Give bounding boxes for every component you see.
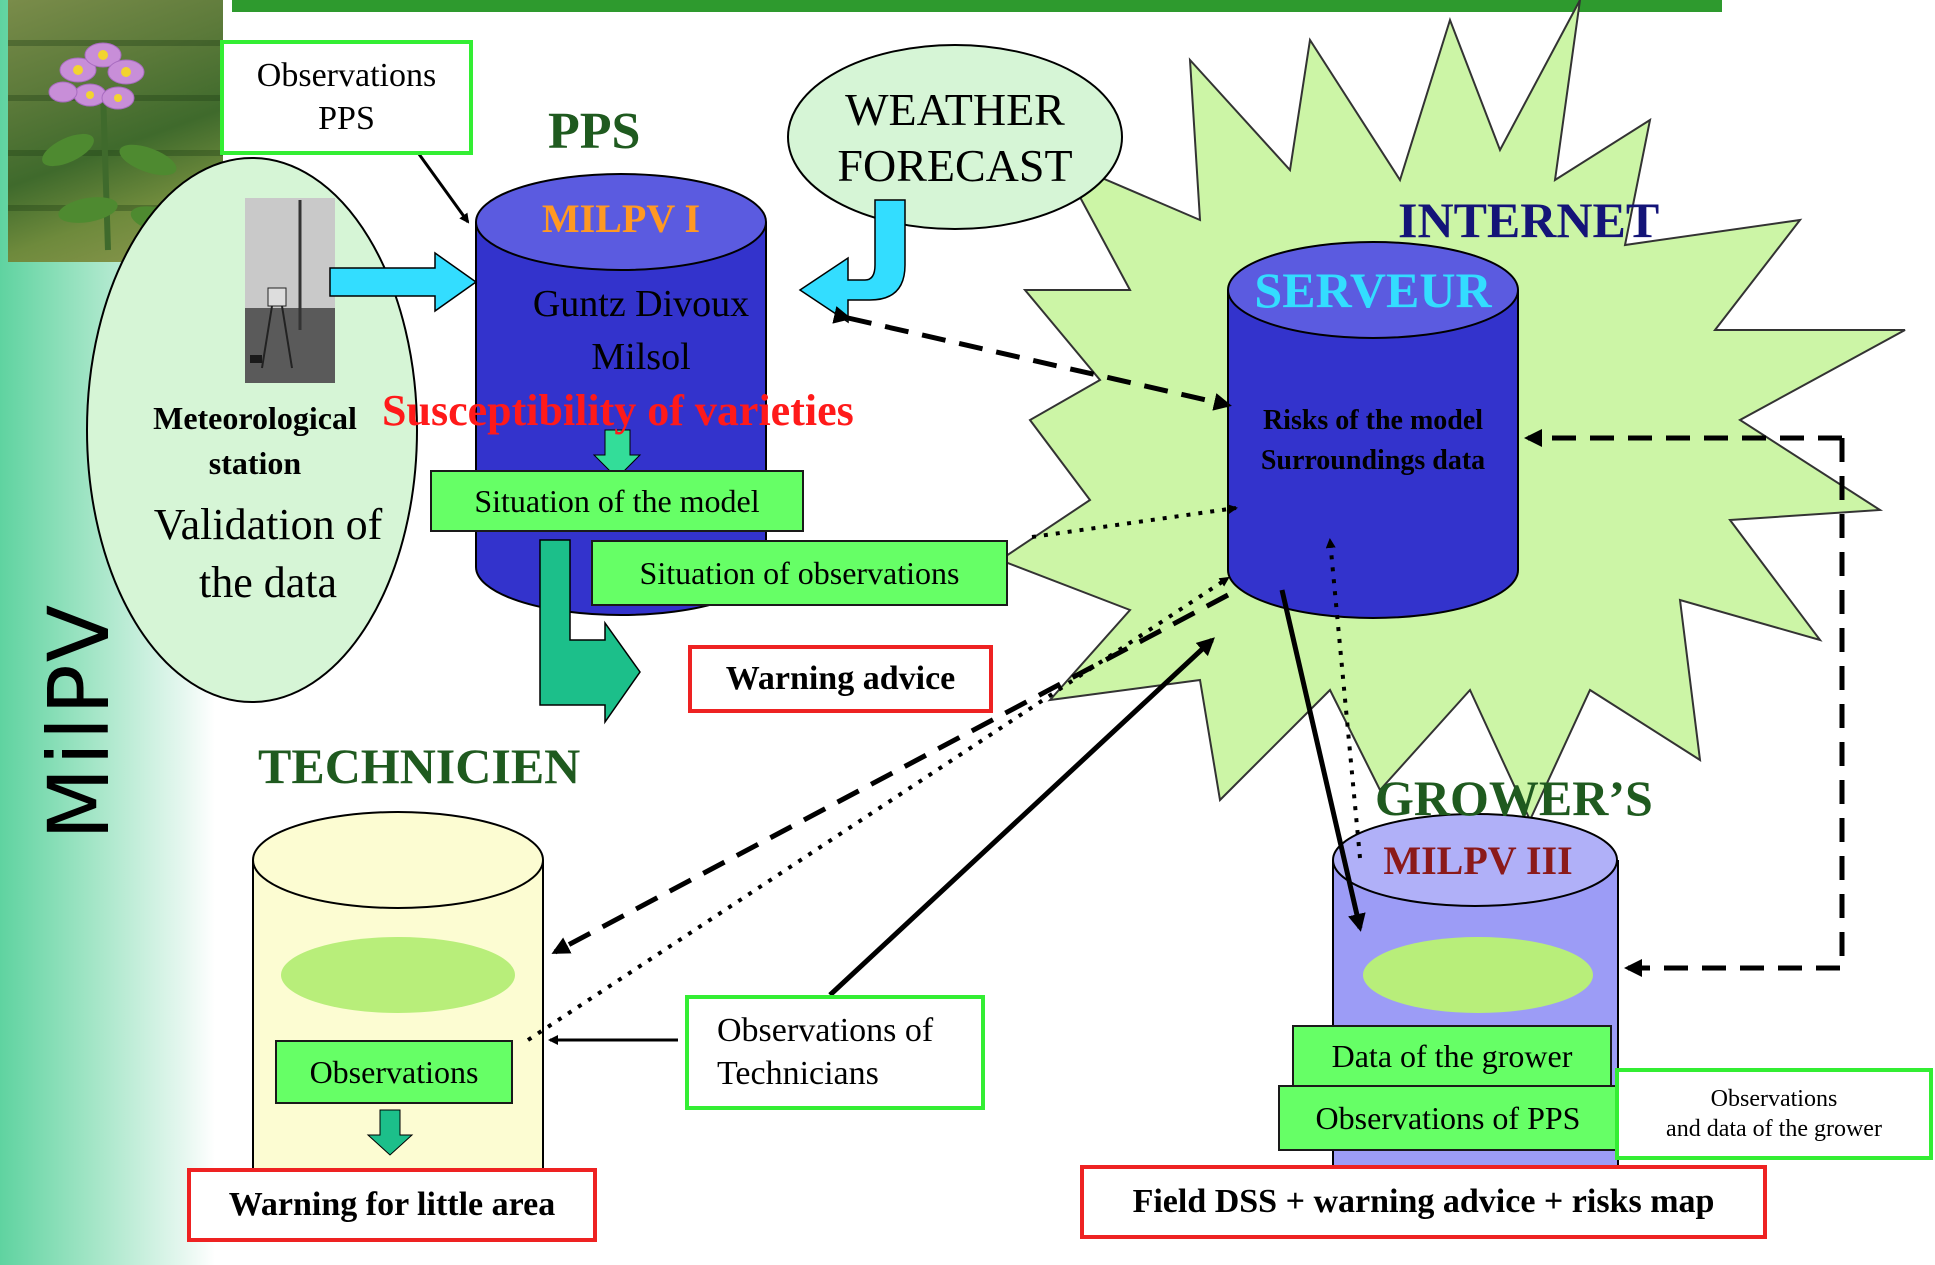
- solid-arrow-technicians-server: [828, 637, 1215, 997]
- small-down-arrow-technicien: [366, 1109, 414, 1156]
- cyan-arrow-station: [329, 251, 478, 313]
- warning-little-area-box: Warning for little area: [187, 1168, 597, 1242]
- internet-title: INTERNET: [1398, 192, 1660, 248]
- dotted-arrow-technicien-server: [526, 576, 1230, 1042]
- observations-technicians-box: Observations of Technicians: [685, 995, 985, 1110]
- weather-line1: WEATHER: [845, 84, 1065, 135]
- weather-station-photo: [245, 198, 335, 383]
- pps-title: PPS: [548, 103, 641, 160]
- milpv-i-title: MILPV I: [541, 196, 701, 241]
- technicien-title: TECHNICIEN: [258, 738, 581, 794]
- server-line1: Risks of the model: [1262, 405, 1484, 436]
- technicien-observations-label: Observations: [309, 1053, 479, 1090]
- observations-technicians-line1: Observations of: [717, 1012, 934, 1049]
- dotted-arrow-grower-server: [1325, 538, 1362, 859]
- potato-field-photo: [8, 0, 223, 262]
- server-cylinder: [1227, 241, 1519, 619]
- observations-technicians-line2: Technicians: [717, 1054, 879, 1092]
- situation-model-label: Situation of the model: [474, 482, 760, 519]
- situation-model-box: Situation of the model: [430, 470, 804, 532]
- susceptibility-text: Susceptibility of varieties: [382, 386, 854, 435]
- warning-advice-label: Warning advice: [725, 660, 956, 697]
- small-down-arrow-pps: [592, 429, 642, 479]
- dotted-arrow-observations-server: [1031, 504, 1238, 539]
- solid-arrow-server-grower: [1279, 589, 1366, 932]
- grower-data-box: Data of the grower: [1292, 1025, 1612, 1087]
- field-dss-label: Field DSS + warning advice + risks map: [1132, 1183, 1715, 1220]
- grower-side-note-box: Observations and data of the grower: [1615, 1068, 1933, 1160]
- warning-advice-box: Warning advice: [688, 645, 993, 713]
- meteo-text-line1: Validation of: [153, 500, 383, 549]
- pps-line-milsol: Milsol: [591, 336, 691, 378]
- serveur-title: SERVEUR: [1254, 262, 1492, 318]
- grower-title: GROWER’S: [1375, 770, 1653, 826]
- grower-observations-pps-label: Observations of PPS: [1315, 1099, 1581, 1136]
- grower-side-note-line2: and data of the grower: [1666, 1116, 1882, 1142]
- weather-line2: FORECAST: [837, 140, 1073, 191]
- potato-flower-icon: [42, 42, 186, 251]
- situation-observations-box: Situation of observations: [591, 540, 1008, 606]
- grower-side-note-line1: Observations: [1710, 1086, 1838, 1112]
- meteo-text-line2: the data: [198, 558, 338, 607]
- weather-forecast-ellipse: [787, 44, 1123, 230]
- field-dss-box: Field DSS + warning advice + risks map: [1080, 1165, 1767, 1239]
- grower-observations-pps-box: Observations of PPS: [1278, 1085, 1618, 1151]
- milpv-iii-title: MILPV III: [1383, 838, 1573, 883]
- observations-pps-box: Observations PPS: [220, 40, 473, 155]
- observations-pps-line1: Observations: [256, 57, 437, 94]
- grower-data-label: Data of the grower: [1331, 1037, 1573, 1074]
- meteo-title-line1: Meteorological: [153, 400, 357, 436]
- warning-little-area-label: Warning for little area: [228, 1186, 556, 1223]
- server-line2: Surroundings data: [1260, 445, 1486, 476]
- pps-line-guntz: Guntz Divoux: [532, 283, 750, 325]
- observations-pps-line2: PPS: [318, 99, 375, 137]
- teal-arrow-pps: [539, 539, 641, 725]
- title-underline-bar: [232, 0, 1722, 12]
- technicien-observations-box: Observations: [275, 1040, 513, 1104]
- situation-observations-label: Situation of observations: [639, 554, 960, 591]
- dashed-arrow-server-technicien: [551, 592, 1230, 955]
- dashed-arrow-pps-server: [832, 306, 1232, 411]
- cyan-arrow-forecast: [798, 199, 906, 324]
- meteo-title-line2: station: [208, 445, 302, 481]
